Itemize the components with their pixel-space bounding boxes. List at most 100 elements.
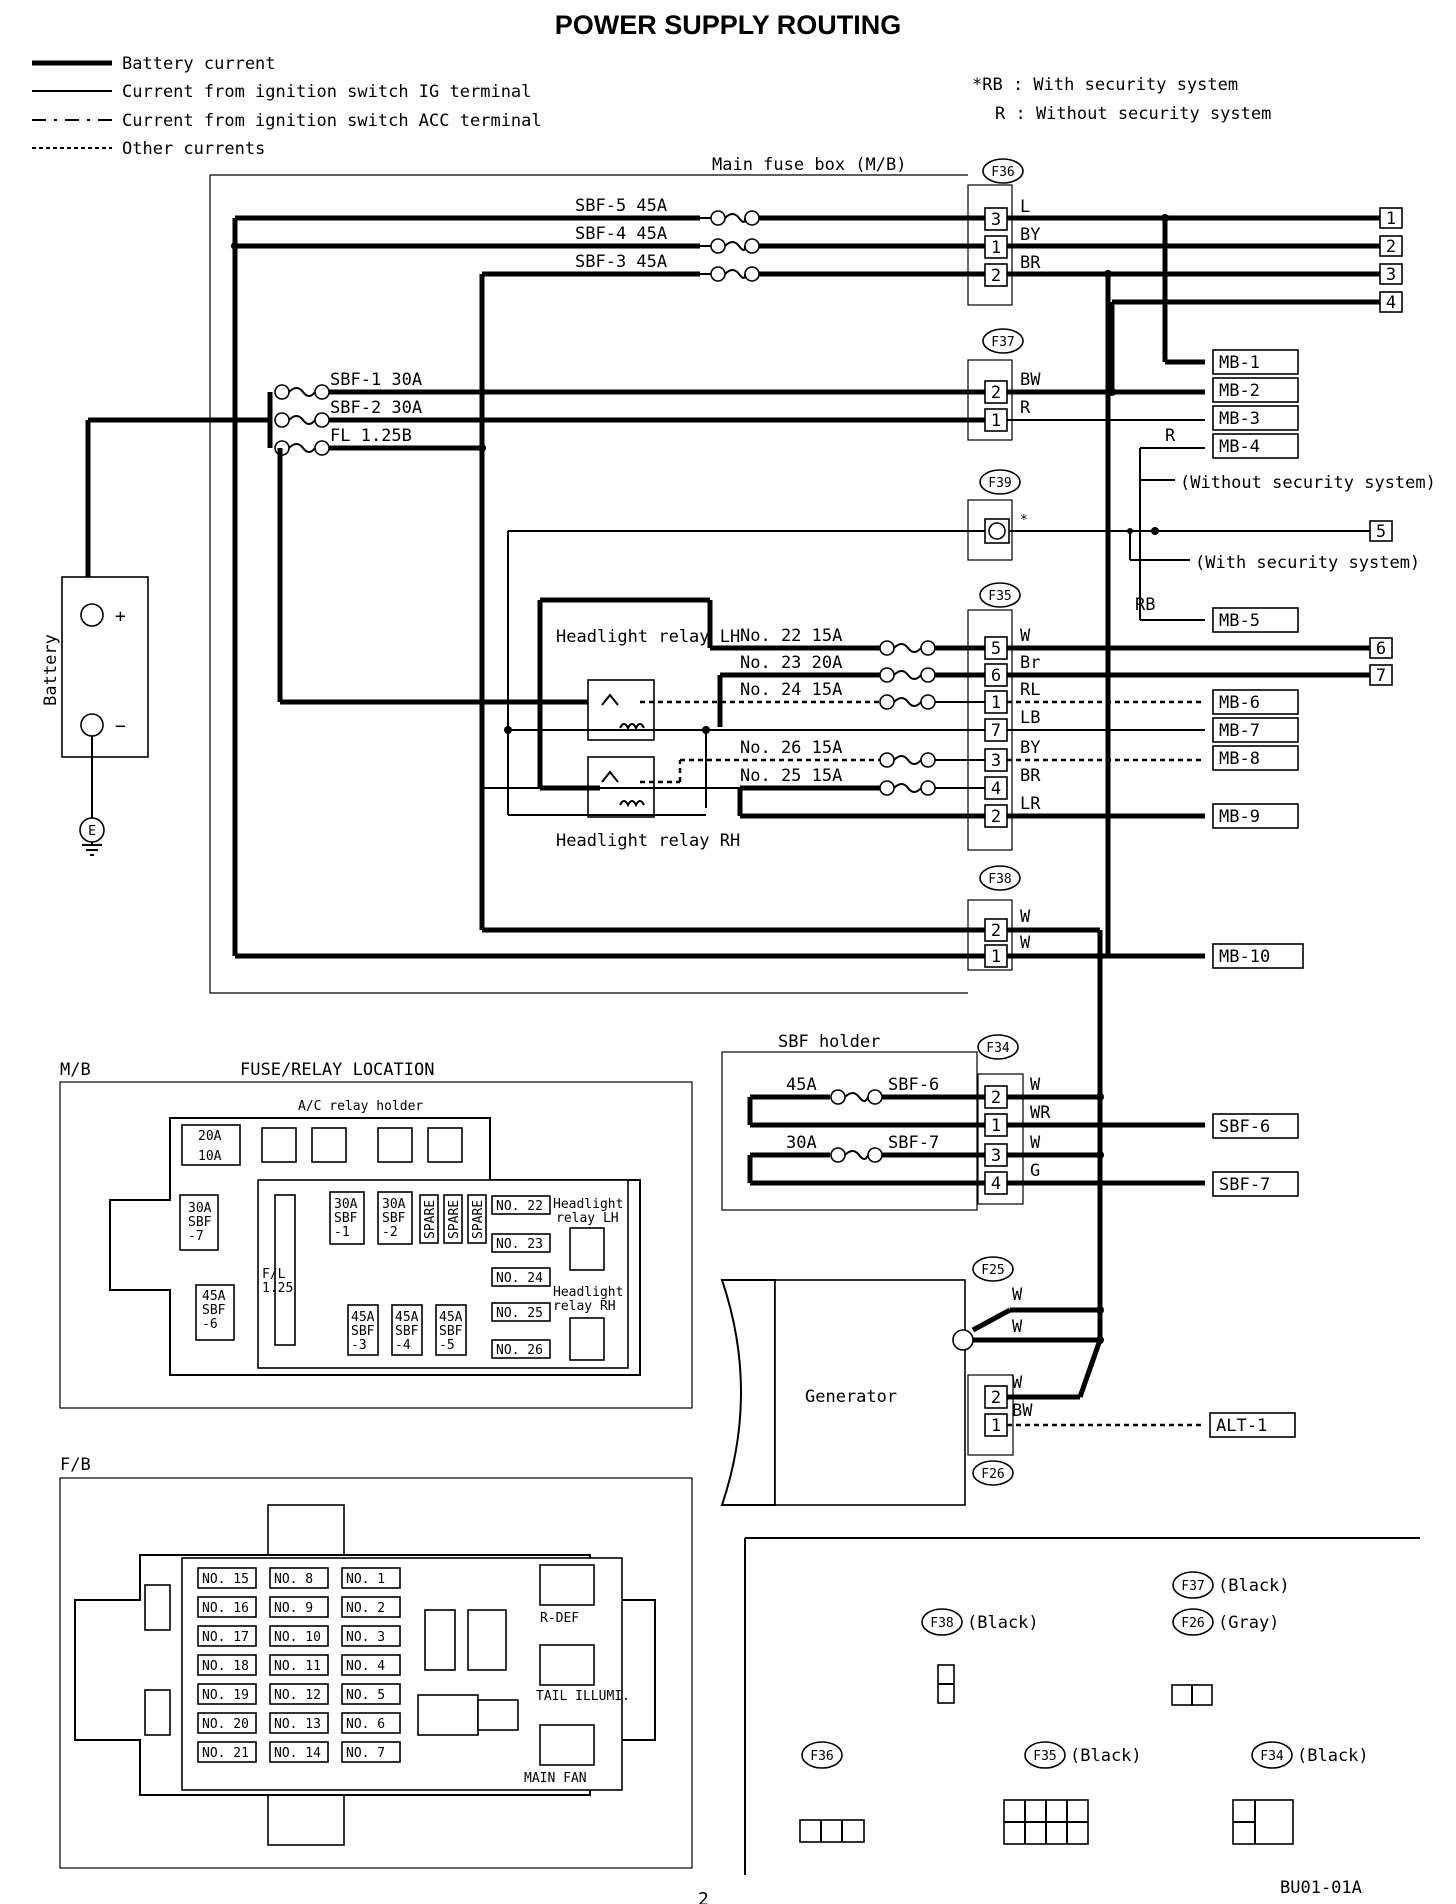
fb-fuse-label: NO. 7	[346, 1746, 385, 1761]
svg-text:3: 3	[991, 751, 1001, 771]
svg-text:*: *	[1020, 513, 1028, 528]
f35-pins: 5 6 1 7 3 4 2 W Br RL LB BY BR LR 6 7 MB…	[984, 626, 1393, 829]
svg-text:No. 26 15A: No. 26 15A	[740, 738, 842, 758]
svg-text:SBF: SBF	[188, 1215, 212, 1230]
svg-text:7: 7	[991, 721, 1001, 741]
svg-text:Headlight: Headlight	[553, 1285, 623, 1300]
svg-text:FUSE/RELAY LOCATION: FUSE/RELAY LOCATION	[240, 1060, 434, 1080]
legend-ig: Current from ignition switch IG terminal	[122, 82, 531, 102]
fb-fuse-slot	[269, 1625, 329, 1647]
svg-text:W: W	[1012, 1373, 1023, 1393]
without-security-note: (Without security system)	[1180, 473, 1436, 493]
sbf5-label: SBF-5 45A	[575, 196, 667, 216]
svg-text:W: W	[1020, 626, 1031, 646]
svg-text:BY: BY	[1020, 738, 1040, 758]
svg-text:-7: -7	[188, 1229, 204, 1244]
fb-fuse-slot	[269, 1712, 329, 1734]
dest-3: 3	[1379, 263, 1403, 285]
svg-text:W: W	[1012, 1317, 1023, 1337]
svg-text:2: 2	[991, 383, 1001, 403]
mb-6: MB-6	[1219, 693, 1260, 713]
svg-text:(Black): (Black)	[1297, 1746, 1369, 1766]
svg-text:1: 1	[991, 238, 1001, 258]
dest-6: 6	[1369, 637, 1393, 659]
battery: + − Battery E	[41, 576, 149, 856]
svg-text:5: 5	[1376, 522, 1386, 542]
fb-fuse-slot	[197, 1654, 257, 1676]
svg-text:-1: -1	[334, 1225, 350, 1240]
fb-fuse-label: NO. 2	[346, 1601, 385, 1616]
mb-7: MB-7	[1219, 721, 1260, 741]
fb-fuse-label: NO. 19	[202, 1688, 249, 1703]
fb-fuse-label: NO. 12	[274, 1688, 321, 1703]
f36-tag: F36	[991, 165, 1014, 180]
svg-text:RB: RB	[1135, 595, 1155, 615]
svg-text:SBF: SBF	[202, 1303, 226, 1318]
svg-text:4: 4	[991, 779, 1001, 799]
fb-fuse-slot	[197, 1625, 257, 1647]
svg-text:NO. 23: NO. 23	[496, 1237, 543, 1252]
svg-text:2: 2	[991, 1388, 1001, 1408]
svg-text:W: W	[1030, 1133, 1041, 1153]
fb-fuse-slot	[269, 1567, 329, 1589]
fb-fuse-label: NO. 16	[202, 1601, 249, 1616]
fb-fuse-slot	[269, 1596, 329, 1618]
svg-text:SBF-7: SBF-7	[888, 1133, 939, 1153]
dest-7: 7	[1369, 664, 1393, 686]
svg-text:R-DEF: R-DEF	[540, 1611, 579, 1626]
connector-views: F37 (Black) F38 (Black) F26 (Gray) F36 F…	[744, 1537, 1420, 1875]
connector-tags: F36 F37 F39 F35 F38 F34 F25 F26	[972, 158, 1024, 1486]
f35-fuses: No. 22 15A No. 23 20A No. 24 15A No. 26 …	[482, 626, 985, 819]
fb-fuse-label: NO. 3	[346, 1630, 385, 1645]
svg-text:F/L: F/L	[262, 1267, 286, 1282]
headlight-relays: Headlight relay LH Headlight relay RH	[504, 597, 880, 851]
dest-1: 1	[1379, 207, 1403, 229]
sbf6-output: SBF-6	[1219, 1117, 1270, 1137]
svg-text:SBF-6: SBF-6	[888, 1075, 939, 1095]
svg-text:F36: F36	[810, 1749, 833, 1764]
fb-fuse-label: NO. 21	[202, 1746, 249, 1761]
svg-text:45A: 45A	[395, 1310, 419, 1325]
svg-text:1: 1	[991, 947, 1001, 967]
legend: Battery current Current from ignition sw…	[32, 54, 542, 159]
fb-fuse-label: NO. 14	[274, 1746, 321, 1761]
generator: Generator W W 2 1 W BW ALT-1	[720, 1279, 1296, 1506]
svg-text:M/B: M/B	[60, 1060, 91, 1080]
svg-text:30A: 30A	[188, 1201, 212, 1216]
svg-text:2: 2	[991, 266, 1001, 286]
svg-text:1: 1	[1386, 209, 1396, 229]
svg-text:2: 2	[991, 921, 1001, 941]
svg-text:No. 24 15A: No. 24 15A	[740, 680, 842, 700]
fb-fuse-label: NO. 17	[202, 1630, 249, 1645]
page-title: POWER SUPPLY ROUTING	[554, 10, 902, 40]
f38-tag: F38	[988, 872, 1011, 887]
svg-text:F/B: F/B	[60, 1455, 91, 1475]
legend-other: Other currents	[122, 139, 265, 159]
diagram-code: BU01-01A	[1280, 1878, 1362, 1898]
sbf-holder-label: SBF holder	[778, 1032, 880, 1052]
fb-fuse-slot	[197, 1567, 257, 1589]
main-fuse-box-label: Main fuse box (M/B)	[712, 155, 906, 175]
svg-text:SBF: SBF	[334, 1211, 358, 1226]
svg-text:BW: BW	[1020, 370, 1041, 390]
svg-text:3: 3	[1386, 265, 1396, 285]
svg-text:(Black): (Black)	[1218, 1576, 1290, 1596]
mb-10: MB-10	[1219, 947, 1270, 967]
svg-text:+: +	[115, 606, 126, 627]
mb-1: MB-1	[1219, 353, 1260, 373]
svg-text:6: 6	[991, 666, 1001, 686]
svg-text:BY: BY	[1020, 225, 1040, 245]
svg-text:2: 2	[1386, 237, 1396, 257]
fb-fuse-slot	[269, 1654, 329, 1676]
fl-label: FL 1.25B	[330, 426, 412, 446]
sbf-main-rows: SBF-5 45A SBF-4 45A SBF-3 45A	[231, 196, 985, 956]
svg-text:1: 1	[991, 1416, 1001, 1436]
svg-text:SPARE: SPARE	[471, 1200, 486, 1239]
svg-text:45A: 45A	[202, 1289, 226, 1304]
sbf-holder: SBF holder 45A SBF-6 30A SBF-7 2 1 3 4 W…	[721, 1032, 1299, 1211]
fb-fuse-slot	[197, 1712, 257, 1734]
f36-pins: 3 1 2 L BY BR 1 2 3 4	[984, 197, 1403, 956]
dest-4: 4	[1379, 291, 1403, 313]
